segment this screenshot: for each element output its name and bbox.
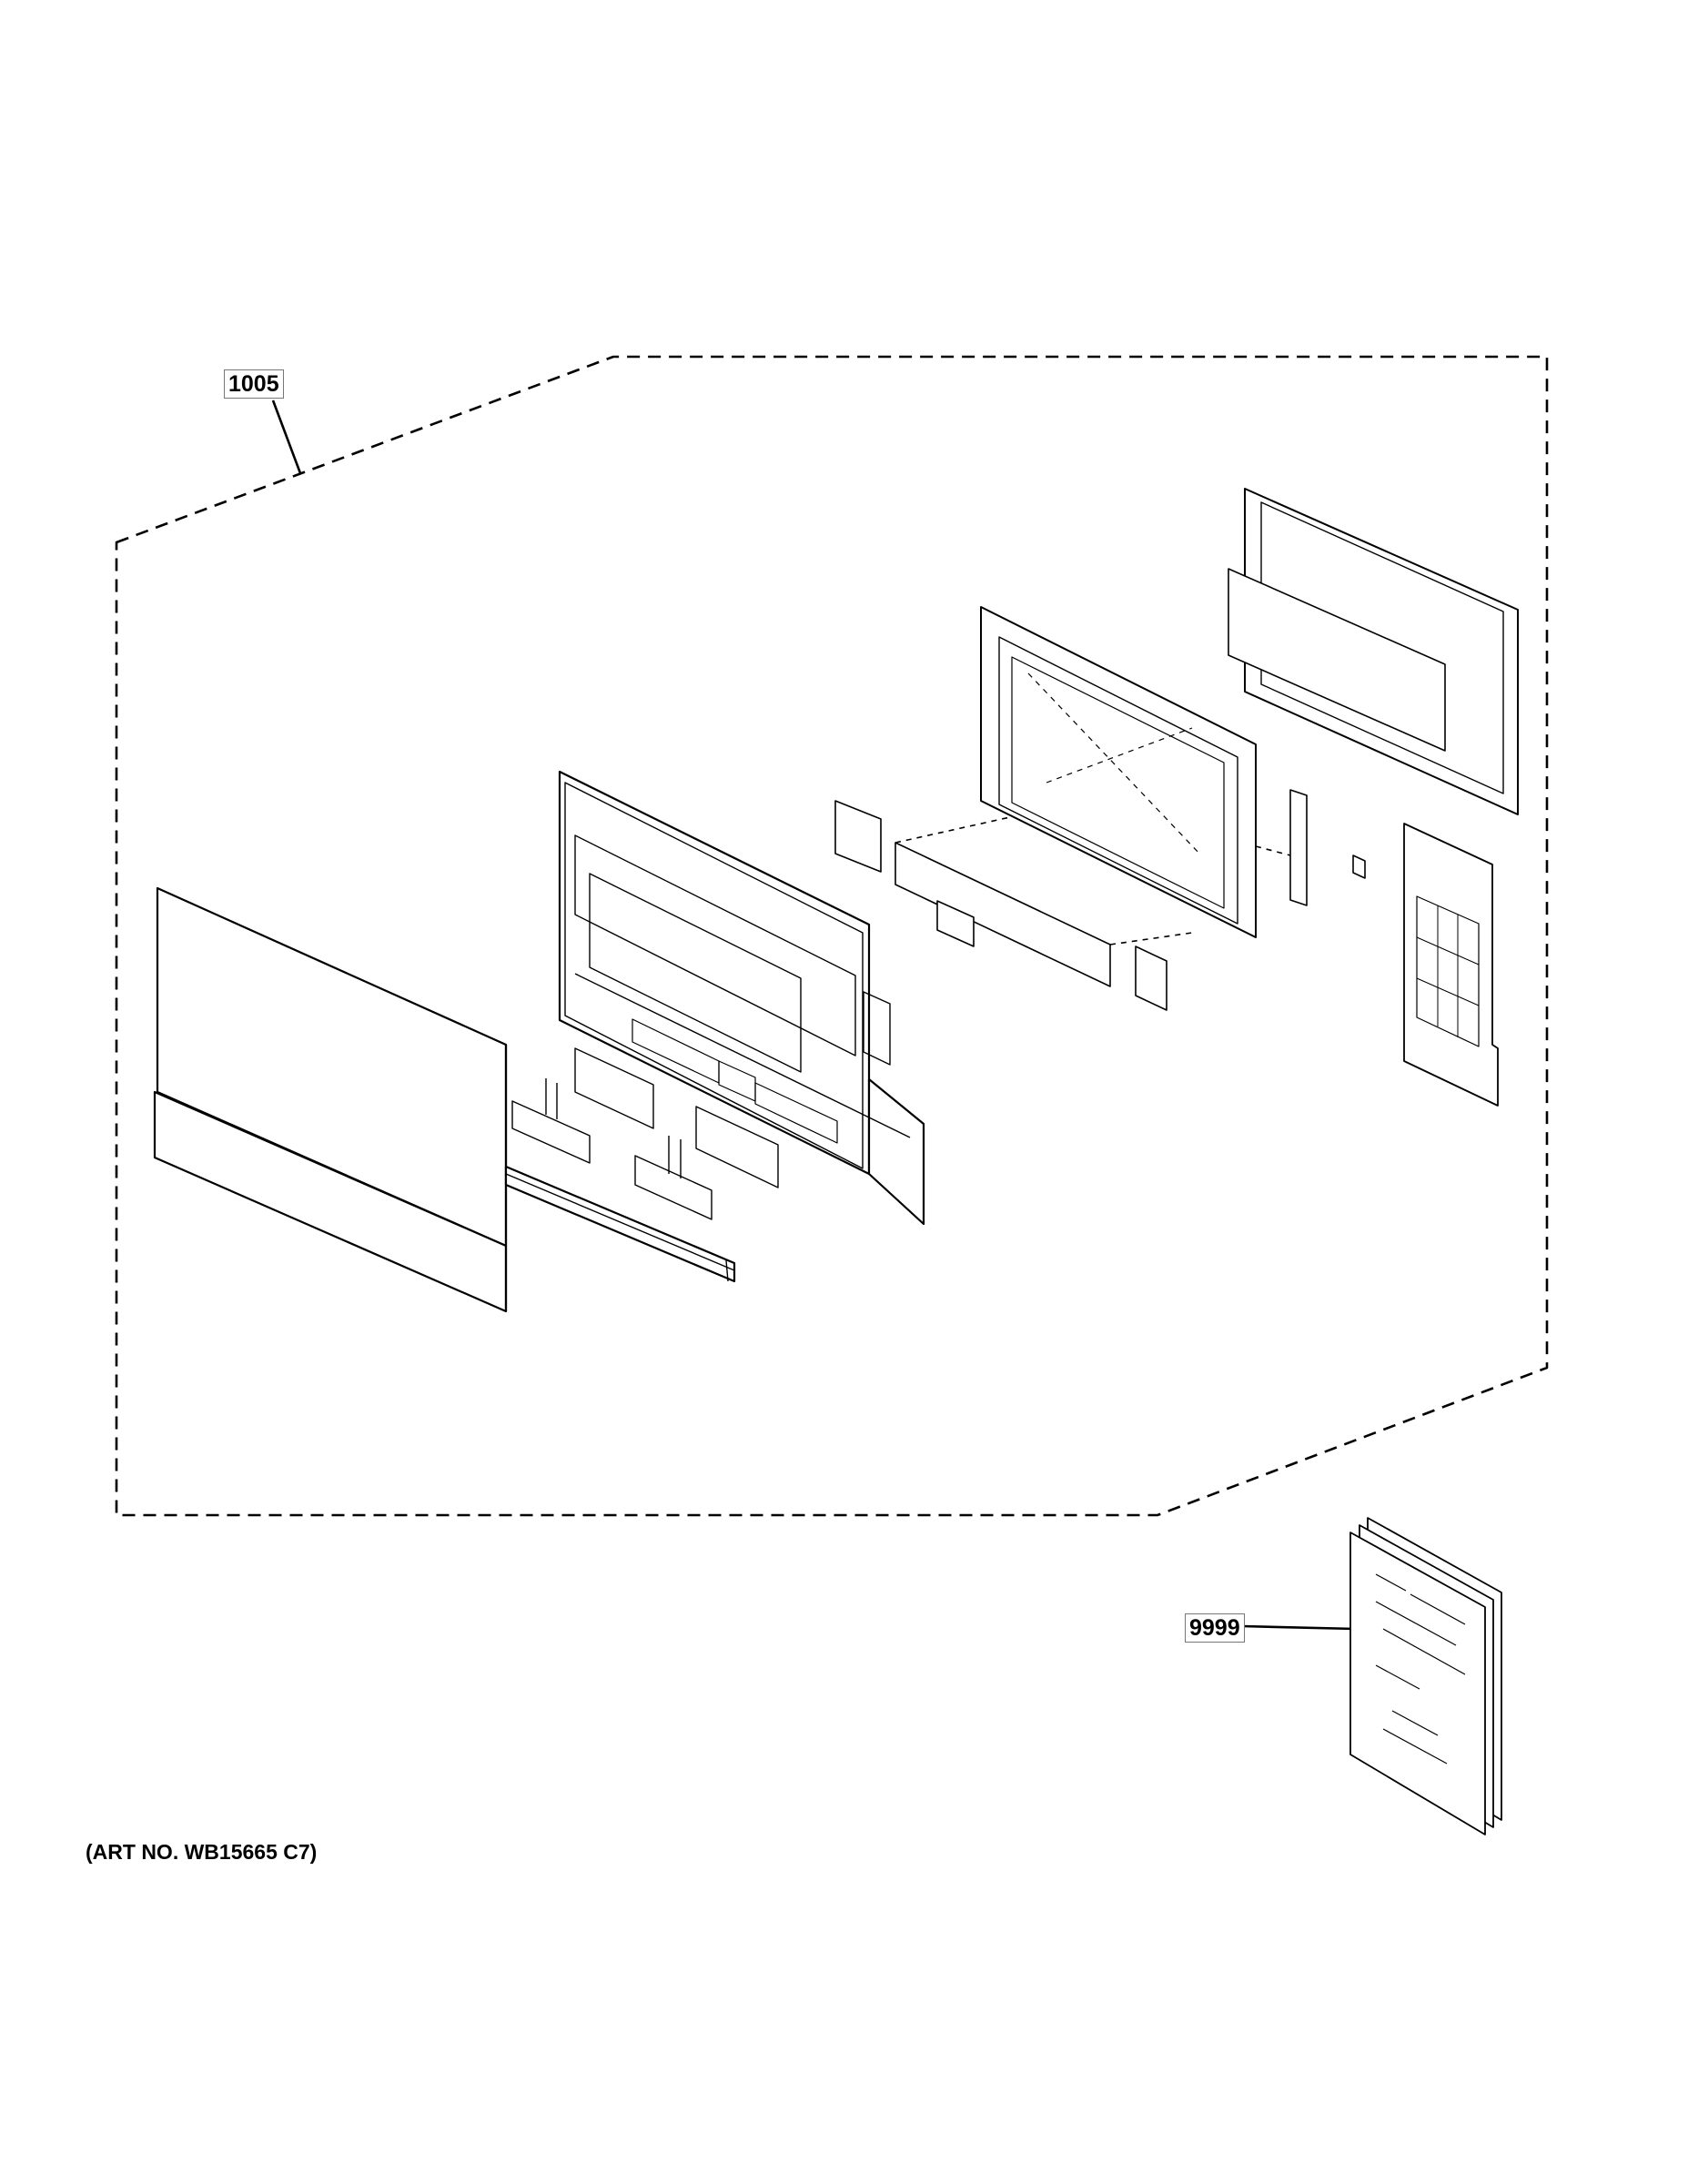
outer-door-frame — [1228, 488, 1519, 815]
membrane-keypad-left — [511, 1047, 654, 1164]
control-board — [834, 800, 1193, 1011]
kit-boundary — [115, 355, 1549, 1517]
inner-door-frame — [980, 606, 1257, 938]
trim-strip — [504, 1165, 736, 1283]
choke-cover — [1403, 823, 1499, 1107]
leader-1005 — [271, 399, 302, 474]
control-panel-frame — [558, 770, 925, 1226]
callout-1005: 1005 — [224, 369, 284, 399]
callout-9999: 9999 — [1185, 1613, 1245, 1643]
leader-9999 — [1241, 1624, 1357, 1631]
art-number-caption: (ART NO. WB15665 C7) — [86, 1840, 318, 1864]
owners-manual — [1349, 1517, 1502, 1835]
door-latch — [1255, 789, 1366, 906]
membrane-keypad-right — [634, 1106, 779, 1220]
front-glass-panel — [153, 886, 508, 1313]
